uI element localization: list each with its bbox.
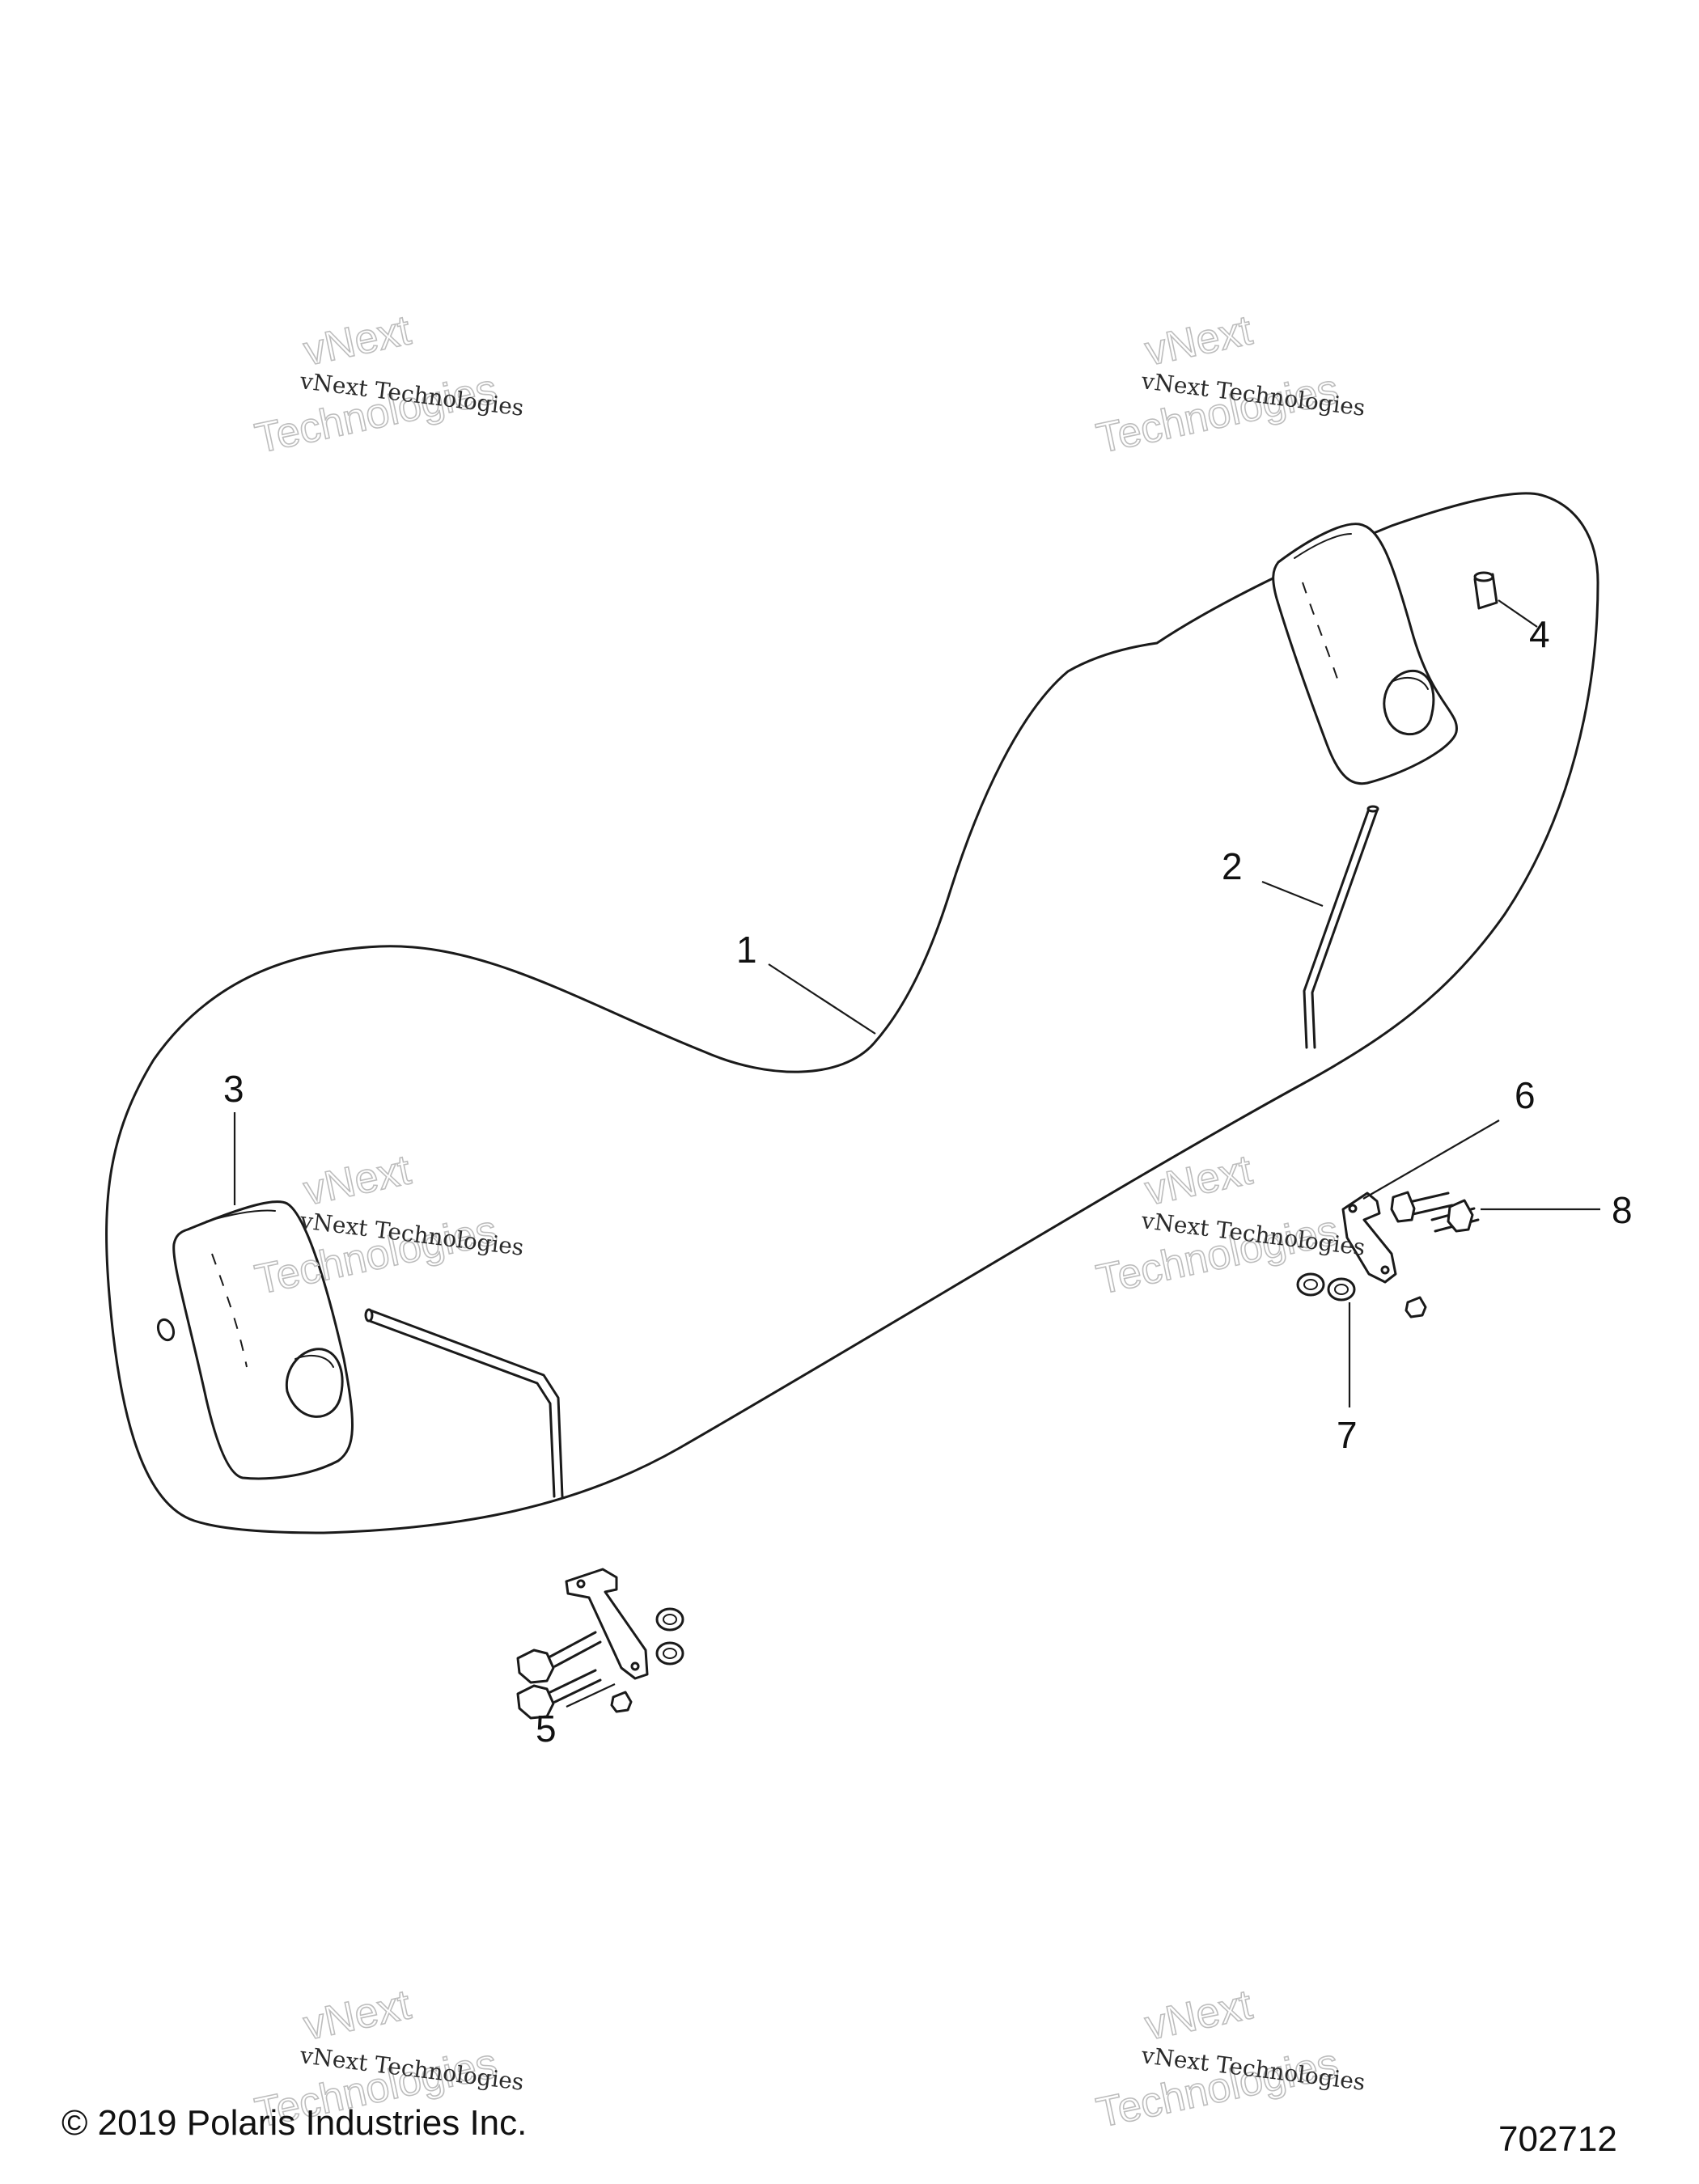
right-mirror-top-crease bbox=[1294, 533, 1352, 559]
bolt-right-upper bbox=[1390, 1191, 1454, 1223]
svg-text:vNext: vNext bbox=[299, 307, 415, 375]
svg-text:vNext: vNext bbox=[1141, 1146, 1256, 1214]
callout-4: 4 bbox=[1529, 613, 1550, 655]
washers-right bbox=[1296, 1272, 1356, 1302]
support-rod-right bbox=[1303, 805, 1379, 1049]
bracket-lower bbox=[565, 1568, 649, 1680]
bolt-lower-lower bbox=[516, 1669, 602, 1720]
nut-lower bbox=[610, 1691, 633, 1713]
leader-6 bbox=[1362, 1120, 1500, 1200]
svg-text:vNext: vNext bbox=[299, 1981, 415, 2049]
svg-text:vNext: vNext bbox=[1141, 307, 1256, 375]
right-mirror-hole-inner bbox=[1392, 676, 1429, 690]
callout-2: 2 bbox=[1222, 845, 1243, 887]
bolt-lower-upper bbox=[516, 1631, 602, 1684]
leader-5 bbox=[566, 1683, 616, 1708]
nut-right bbox=[1405, 1296, 1427, 1318]
grommet-part-4 bbox=[1473, 571, 1498, 610]
left-mirror-mount-hole bbox=[285, 1348, 344, 1418]
callout-1: 1 bbox=[736, 929, 757, 971]
support-rod-left bbox=[364, 1308, 564, 1498]
callout-6: 6 bbox=[1515, 1074, 1536, 1116]
left-mirror-hole-inner bbox=[294, 1354, 334, 1368]
leader-1 bbox=[768, 963, 876, 1035]
left-mirror bbox=[172, 1200, 354, 1480]
bolt-right-lower bbox=[1430, 1199, 1480, 1233]
leader-2 bbox=[1261, 880, 1324, 908]
right-mirror bbox=[1272, 523, 1458, 785]
watermark-top-right: vNext Technologies vNext Technologies bbox=[1092, 306, 1367, 463]
svg-text:vNext: vNext bbox=[1141, 1981, 1256, 2049]
drawing-number: 702712 bbox=[1498, 2119, 1617, 2159]
right-mirror-body bbox=[1272, 523, 1458, 785]
copyright-notice: © 2019 Polaris Industries Inc. bbox=[61, 2103, 527, 2143]
right-mirror-dashed-edge bbox=[1302, 582, 1340, 684]
svg-text:vNext: vNext bbox=[299, 1146, 415, 1214]
bracket-right bbox=[1341, 1191, 1397, 1284]
washers-lower bbox=[655, 1607, 684, 1666]
callout-3: 3 bbox=[223, 1068, 244, 1110]
left-mirror-top-crease bbox=[205, 1209, 276, 1222]
windshield-outline bbox=[105, 492, 1599, 1534]
windshield-slot-left bbox=[156, 1318, 176, 1342]
callout-5: 5 bbox=[536, 1708, 557, 1750]
right-mirror-mount-hole bbox=[1383, 669, 1435, 736]
leader-4 bbox=[1498, 599, 1538, 628]
watermark-mid-right: vNext Technologies vNext Technologies bbox=[1092, 1145, 1367, 1304]
watermark-bottom-right: vNext Technologies vNext Technologies bbox=[1092, 1980, 1367, 2137]
callout-7: 7 bbox=[1337, 1414, 1358, 1456]
watermark-top-left: vNext Technologies vNext Technologies bbox=[251, 306, 526, 463]
callout-8: 8 bbox=[1612, 1189, 1633, 1231]
